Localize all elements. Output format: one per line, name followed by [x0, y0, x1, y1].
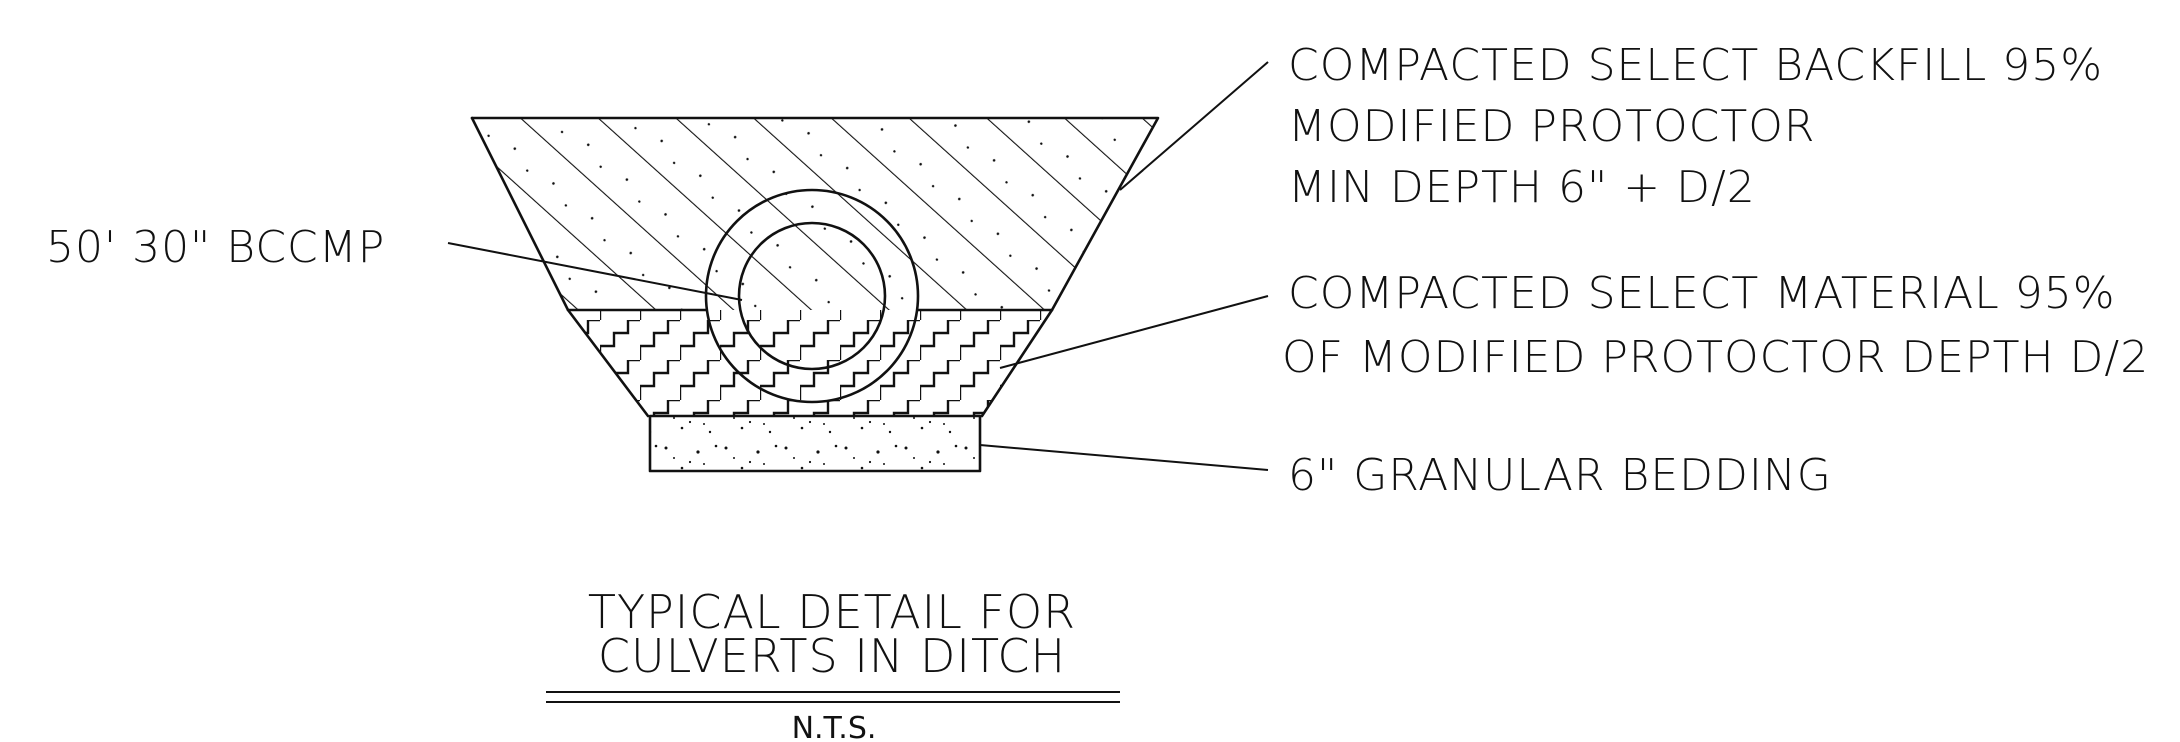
backfill-label-line3: MIN DEPTH 6" + D/2 — [1288, 162, 1756, 213]
title-line1: TYPICAL DETAIL FOR — [588, 585, 1076, 639]
leader-pipe — [447, 242, 743, 301]
granular-bedding — [648, 414, 982, 473]
culvert-pipe — [704, 188, 920, 404]
backfill-label-line2: MODIFIED PROTOCTOR — [1288, 101, 1815, 152]
bedding-label: 6" GRANULAR BEDDING — [1288, 450, 1832, 501]
backfill-label-line1: COMPACTED SELECT BACKFILL 95% — [1288, 40, 2103, 91]
backfill-zone — [472, 118, 1158, 310]
title-block: TYPICAL DETAIL FOR CULVERTS IN DITCH N.T… — [546, 585, 1120, 742]
title-line2: CULVERTS IN DITCH — [598, 629, 1066, 683]
scale-note: N.T.S. — [792, 711, 877, 742]
select-material-zone — [568, 310, 1052, 416]
leader-backfill — [1119, 61, 1269, 191]
leader-material — [999, 295, 1269, 369]
material-label-line2: OF MODIFIED PROTOCTOR DEPTH D/2 — [1282, 332, 2149, 383]
material-label-line1: COMPACTED SELECT MATERIAL 95% — [1288, 268, 2116, 319]
leader-lines — [447, 61, 1269, 471]
pipe-label: 50' 30" BCCMP — [46, 222, 385, 273]
leader-bedding — [979, 444, 1269, 471]
